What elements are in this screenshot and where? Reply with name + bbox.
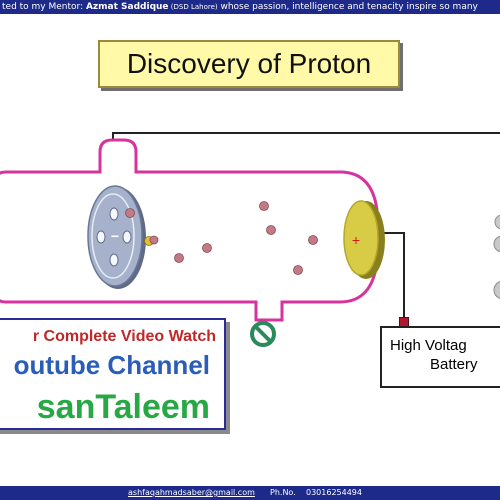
footer-bar: ashfaqahmadsaber@gmail.com Ph.No. 030162… [0,486,500,500]
high-voltage-battery: High Voltag Battery [380,326,500,388]
banner-suffix: whose passion, intelligence and tenacity… [217,2,478,12]
banner-mentor-org: (DSD Lahore) [168,3,218,11]
footer-phone-number: 03016254494 [306,488,362,497]
particle [293,265,303,275]
top-banner: ted to my Mentor: Azmat Saddique (DSD La… [0,0,500,14]
footer-email[interactable]: ashfaqahmadsaber@gmail.com [128,488,255,497]
particle [308,235,318,245]
promo-line1: r Complete Video Watch [32,328,216,345]
valve-icon [250,321,276,347]
tube-outline [0,138,379,322]
anode-sign: + [352,232,360,248]
particle [174,253,184,263]
edge-particles [493,214,500,300]
particle [259,201,269,211]
particle [266,225,276,235]
battery-line2: Battery [430,356,478,373]
particles [125,201,318,275]
page-title: Discovery of Proton [98,40,400,88]
anode-disc: + [343,200,385,279]
banner-mentor-name: Azmat Saddique [85,2,169,12]
particle [125,208,135,218]
promo-box[interactable]: r Complete Video Watch outube Channel sa… [0,318,226,430]
promo-line2: outube Channel [13,350,210,380]
battery-line1: High Voltag [390,337,467,354]
footer-phone-label: Ph.No. [270,488,296,497]
cathode-sign: − [111,228,119,244]
banner-prefix: ted to my Mentor: [2,2,86,12]
perforated-cathode: − [87,185,146,289]
promo-line3: sanTaleem [36,388,210,426]
particle [202,243,212,253]
particle [149,235,159,245]
